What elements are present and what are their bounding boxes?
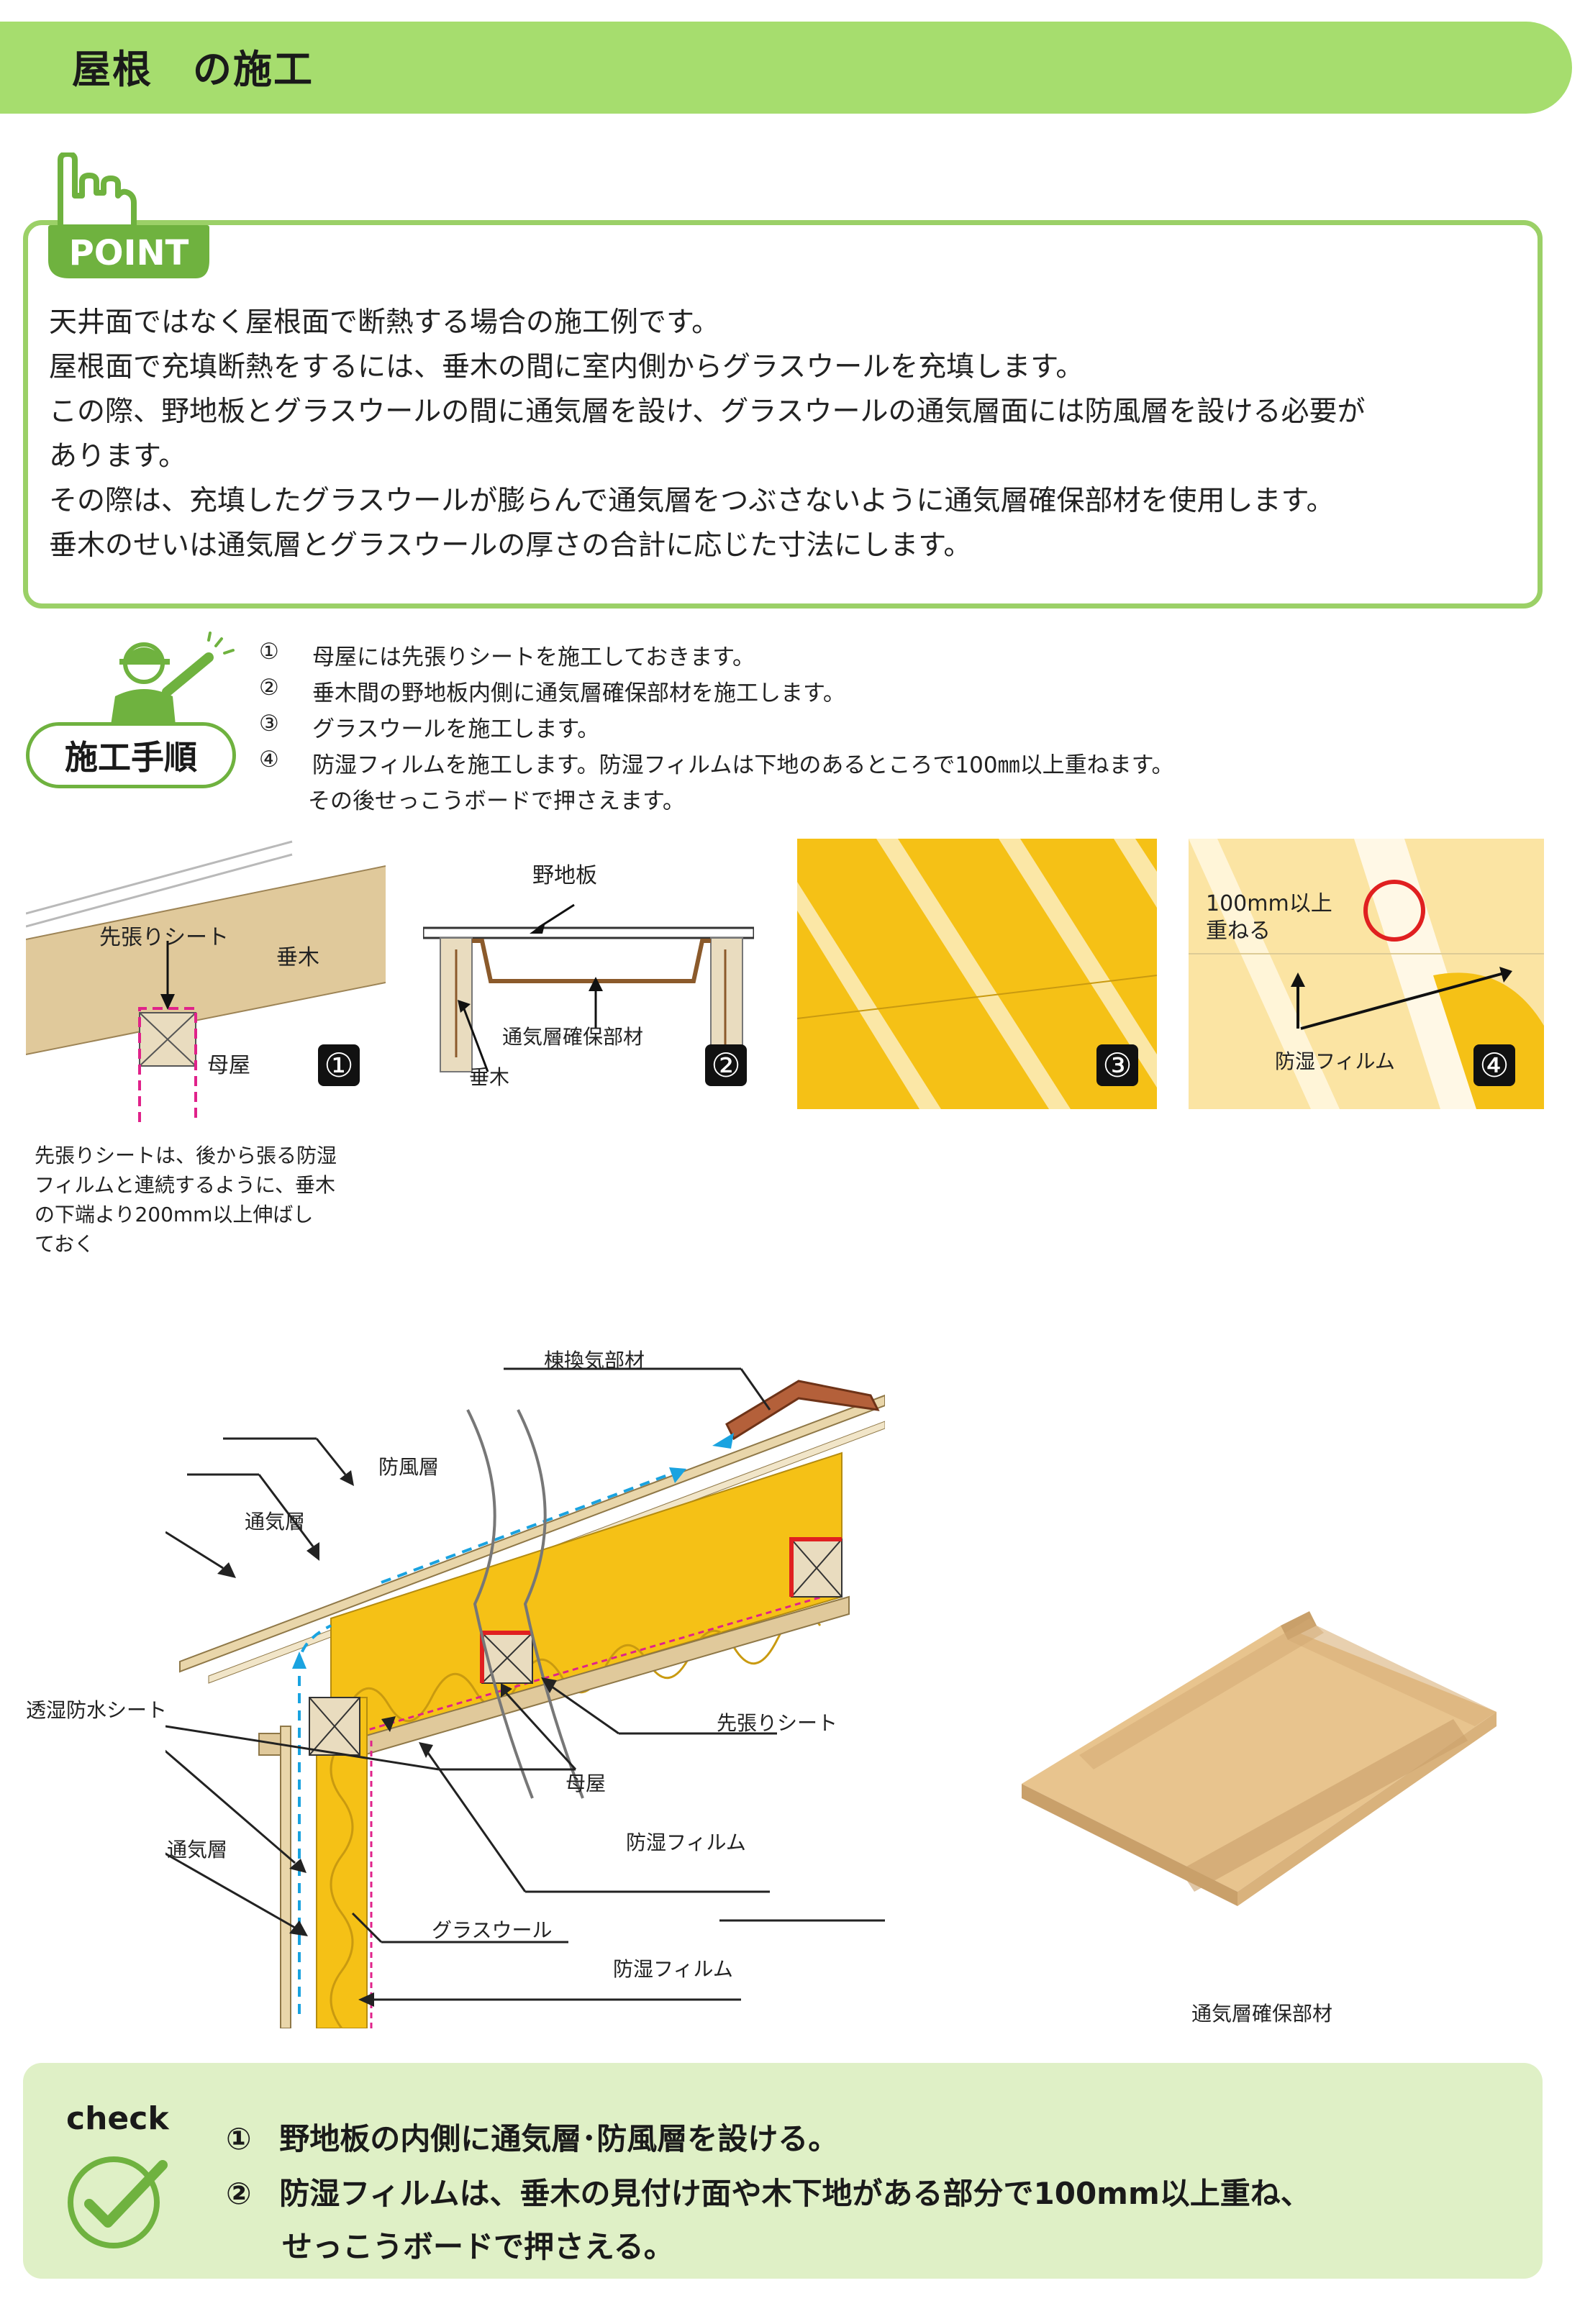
step-text: 防湿フィルムを施工します。防湿フィルムは下地のあるところで100㎜以上重ねます。: [312, 752, 1174, 778]
label-purlin: 母屋: [207, 1053, 250, 1078]
note-line: の下端より200mm以上伸ばし: [35, 1203, 314, 1226]
step-number: ③: [259, 711, 279, 737]
procedure-step: ③ グラスウールを施工します。: [259, 711, 1338, 742]
point-line: この際、野地板とグラスウールの間に通気層を設け、グラスウールの通気層面には防風層…: [49, 396, 1366, 428]
worker-pointing-icon: [111, 632, 235, 725]
check-item-continuation: せっこうボードで押さえる。: [282, 2229, 674, 2264]
figure-number-1: ①: [318, 1044, 360, 1086]
check-label: check: [66, 2100, 169, 2137]
procedure-badge: 施工手順: [26, 722, 236, 788]
page-title: 屋根 の施工: [72, 47, 314, 92]
step-number: ④: [259, 747, 279, 773]
label-moisture-film: 防湿フィルム: [626, 1831, 746, 1854]
procedure-step: ② 垂木間の野地板内側に通気層確保部材を施工します。: [259, 675, 1338, 706]
overlap-line: 100mm以上: [1206, 891, 1332, 916]
procedure-step: ① 母屋には先張りシートを施工しておきます。: [259, 639, 1338, 670]
point-line: 屋根面で充填断熱をするには、垂木の間に室内側からグラスウールを充填します。: [49, 351, 1084, 383]
check-box: [23, 2063, 1543, 2279]
label-pre-sheet: 先張りシート: [99, 925, 229, 950]
note-line: 先張りシートは、後から張る防湿: [35, 1144, 337, 1167]
step-number: ②: [259, 675, 279, 701]
procedure-step: ④ 防湿フィルムを施工します。防湿フィルムは下地のあるところで100㎜以上重ねま…: [259, 747, 1338, 778]
label-pre-sheet: 先張りシート: [717, 1711, 838, 1735]
note-line: フィルムと連続するように、垂木: [35, 1173, 336, 1197]
label-vent-layer-wall: 通気層: [167, 1838, 228, 1862]
overlap-line: 重ねる: [1206, 919, 1271, 944]
vent-spacer-product-image: [1022, 1611, 1497, 1906]
note-line: ておく: [35, 1232, 95, 1256]
step-continuation: その後せっこうボードで押さえます。: [308, 788, 685, 814]
check-item: ① 野地板の内側に通気層･防風層を設ける。: [226, 2115, 838, 2159]
label-vent-spacer: 通気層確保部材: [502, 1025, 644, 1049]
check-item-text: 野地板の内側に通気層･防風層を設ける。: [279, 2121, 839, 2156]
point-hand-icon: POINT: [48, 152, 209, 278]
product-caption: 通気層確保部材: [1191, 2002, 1333, 2025]
label-moisture-film: 防湿フィルム: [1275, 1049, 1395, 1073]
figure-number-4: ④: [1473, 1044, 1515, 1086]
step-number: ①: [259, 639, 279, 665]
title-bar: [0, 22, 1572, 114]
point-line: 垂木のせいは通気層とグラスウールの厚さの合計に応じた寸法にします。: [49, 529, 972, 562]
figure-3-glasswool-photo: [797, 839, 1157, 1109]
label-overlap: 100mm以上 重ねる: [1206, 890, 1332, 945]
label-breathable-sheet: 透湿防水シート: [26, 1698, 168, 1722]
figure-1-note: 先張りシートは、後から張る防湿 フィルムと連続するように、垂木 の下端より200…: [35, 1141, 337, 1259]
figure-1-rafter: [26, 840, 386, 1122]
check-item-number: ②: [226, 2176, 252, 2211]
point-box: [23, 220, 1543, 609]
label-purlin: 母屋: [566, 1772, 607, 1795]
figure-number-3: ③: [1096, 1044, 1138, 1086]
label-windproof-layer: 防風層: [378, 1455, 440, 1479]
label-rafter: 垂木: [276, 945, 319, 970]
label-ridge-vent: 棟換気部材: [544, 1349, 645, 1372]
point-line: その際は、充填したグラスウールが膨らんで通気層をつぶさないように通気層確保部材を…: [49, 485, 1335, 517]
label-moisture-film-wall: 防湿フィルム: [613, 1957, 733, 1981]
label-vent-layer-roof: 通気層: [245, 1510, 306, 1534]
point-line: 天井面ではなく屋根面で断熱する場合の施工例です。: [49, 306, 720, 339]
label-sheathing-board: 野地板: [532, 863, 597, 888]
figure-2-spacer: [423, 903, 754, 1072]
point-line: あります。: [49, 440, 187, 473]
check-item-number: ①: [226, 2121, 252, 2156]
step-text: グラスウールを施工します。: [312, 716, 600, 742]
label-glass-wool: グラスウール: [432, 1918, 553, 1942]
roof-section-diagram: [165, 1367, 885, 2028]
step-text: 垂木間の野地板内側に通気層確保部材を施工します。: [312, 680, 845, 706]
figure-4-film-overlap: [1189, 839, 1544, 1109]
point-badge-text: POINT: [69, 233, 189, 273]
figure-number-2: ②: [705, 1044, 747, 1086]
check-circle-icon: [68, 2156, 168, 2248]
step-text: 母屋には先張りシートを施工しておきます。: [312, 644, 755, 670]
label-rafter: 垂木: [469, 1065, 510, 1089]
check-item: ② 防湿フィルムは、垂木の見付け面や木下地がある部分で100mm以上重ね、: [226, 2169, 1311, 2213]
check-item-text: 防湿フィルムは、垂木の見付け面や木下地がある部分で100mm以上重ね、: [279, 2176, 1311, 2211]
